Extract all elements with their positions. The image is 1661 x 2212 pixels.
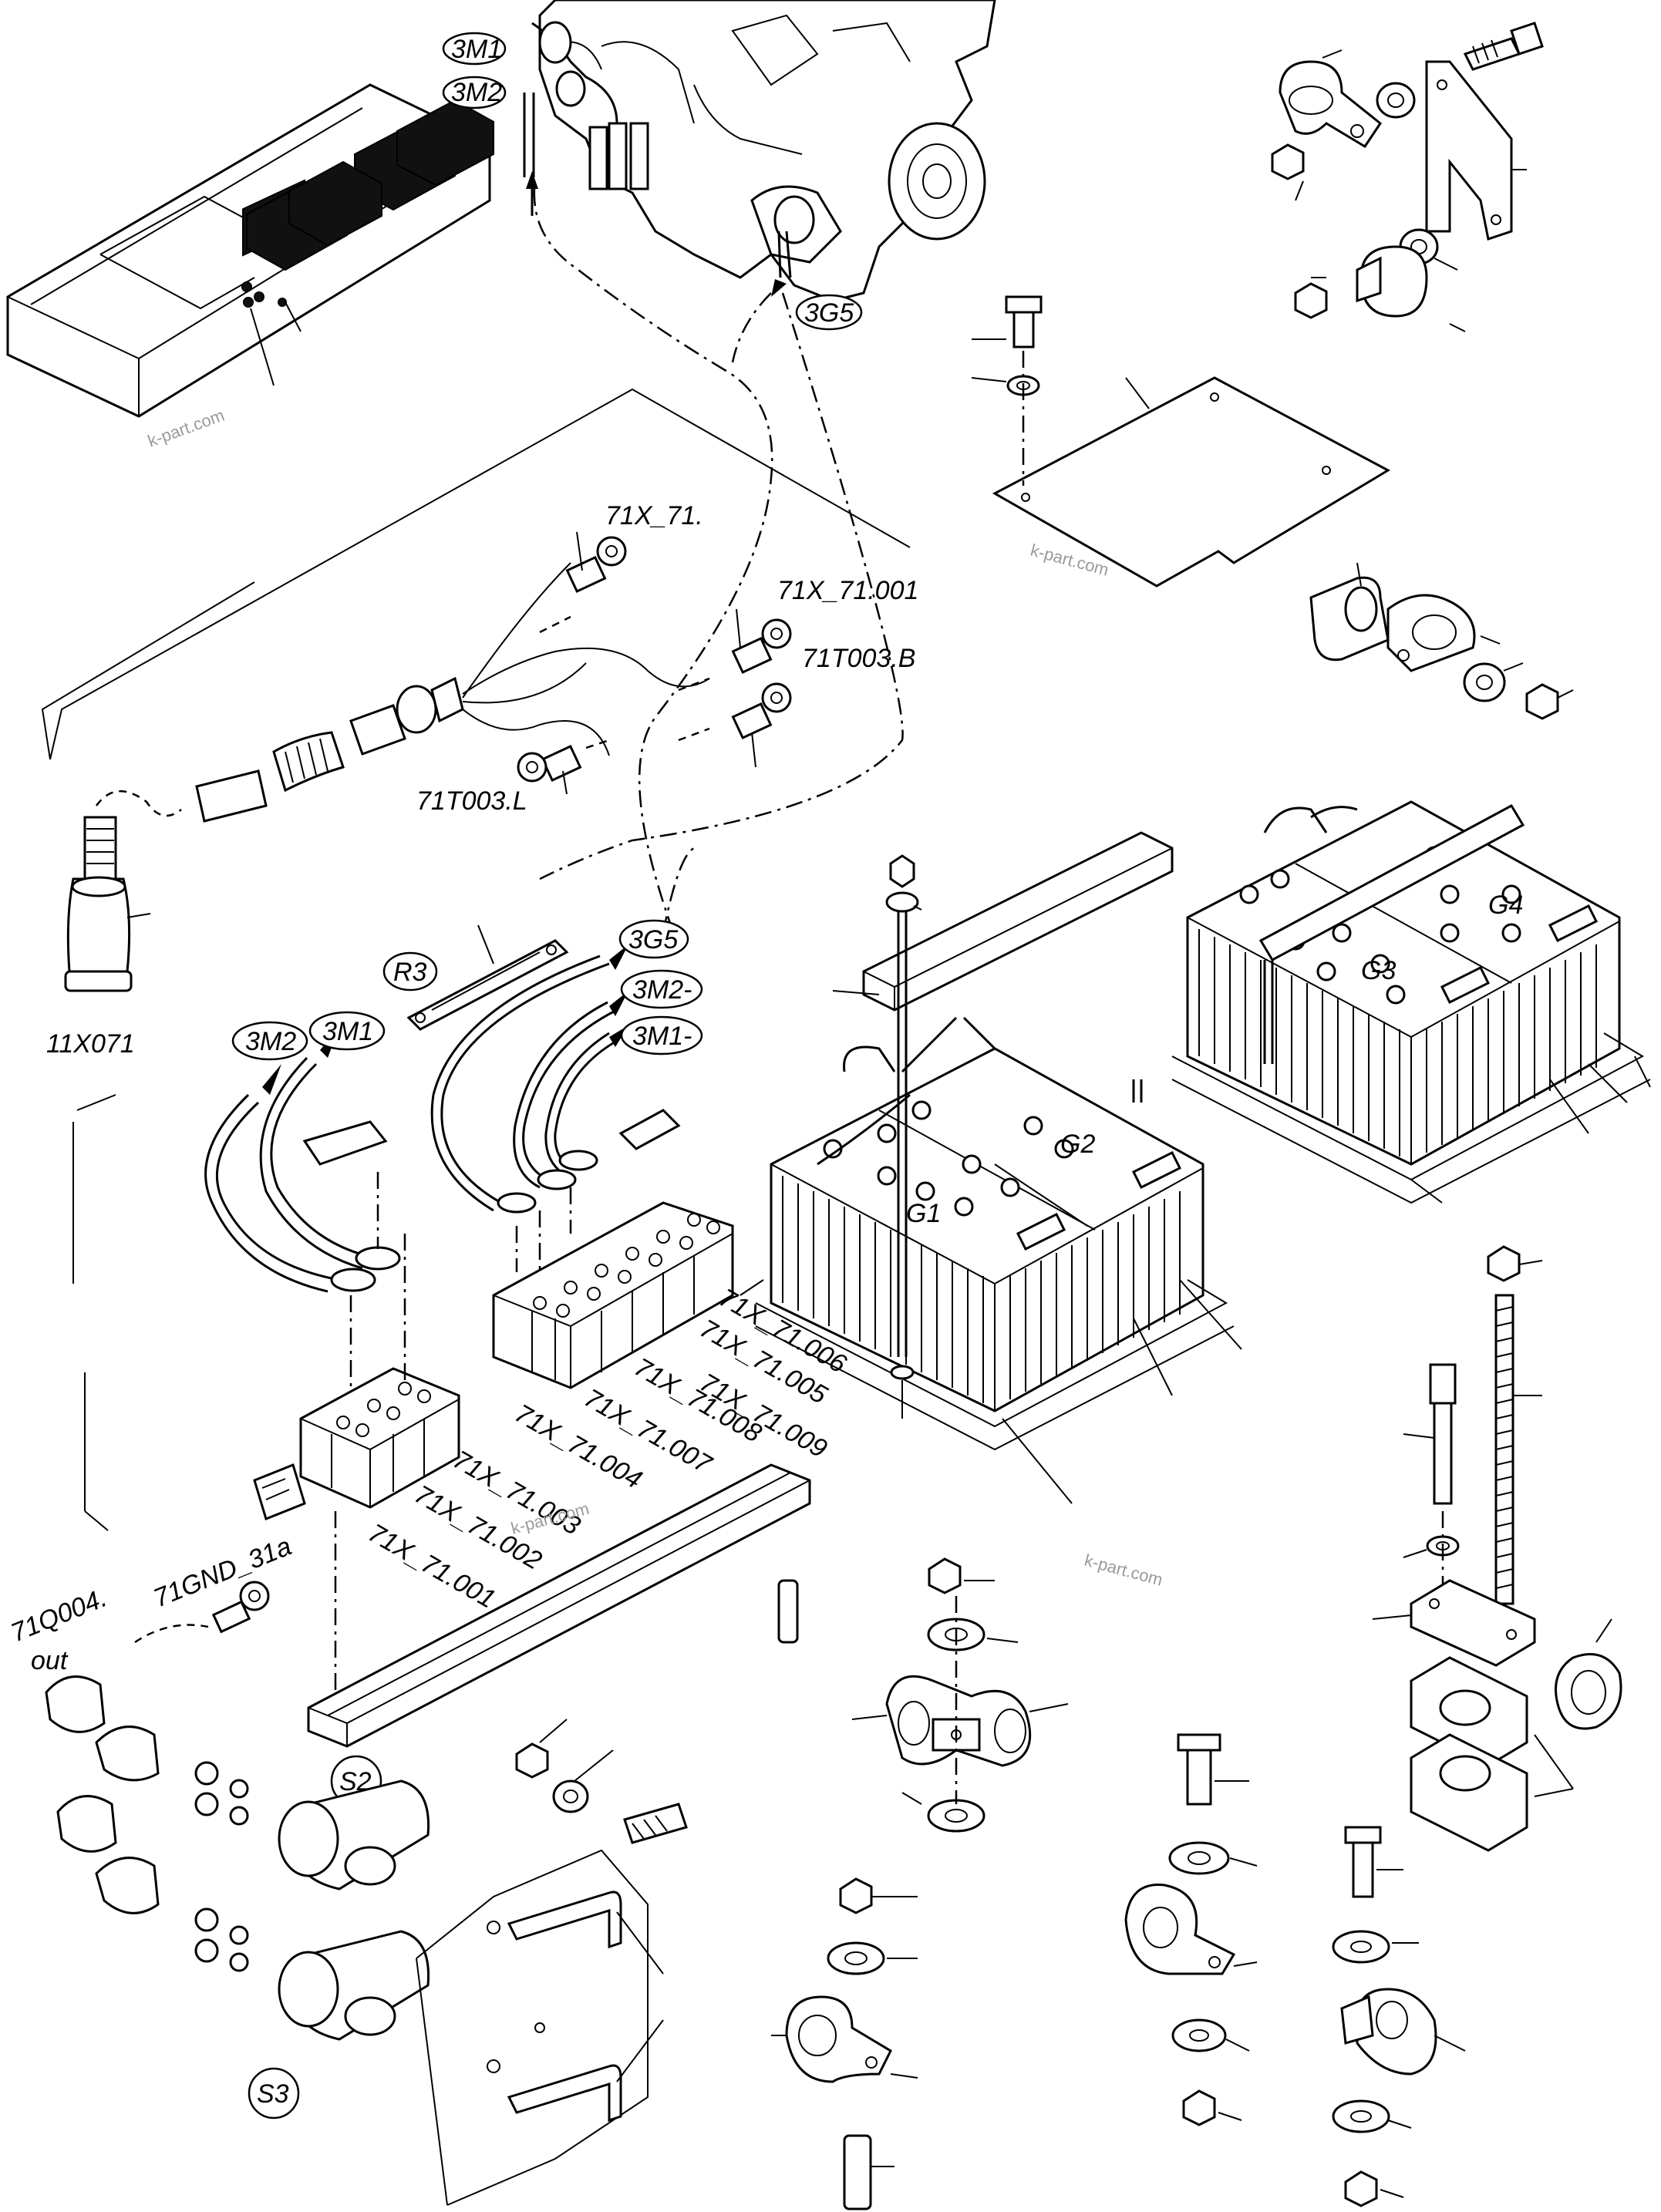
bolt-washer-nut-center [515,1719,688,1844]
battery-tray-lines [740,1055,1651,1504]
callout-R3: R3 [382,951,438,992]
label-G3: G3 [1361,956,1396,985]
resistor-R3 [406,924,569,1031]
watermark-1: k-part.com [145,406,227,451]
callout-S3: S3 [248,2067,300,2119]
battery-cover-plate [971,295,1391,588]
label-G2: G2 [1060,1130,1095,1159]
battery-hold-down-bar [1258,804,1525,1064]
boot-covers [45,1675,160,1914]
din-rail [307,1463,811,1748]
label-R3: R3 [393,958,427,987]
battery-ribs [782,1176,1181,1403]
ring-lug-71X71-001 [731,608,792,675]
ring-lug-71T003L [517,744,582,795]
hardware-top-right [1271,22,1544,332]
callout-3M2-dash: 3M2- [620,969,703,1009]
label-G4: G4 [1488,891,1523,920]
label-3M2-top: 3M2 [451,78,502,107]
label-11X071: 11X071 [46,1029,135,1059]
label-71GND-31a: 71GND_31a [150,1531,295,1613]
label-71T003L: 71T003.L [416,786,527,816]
bent-rods [507,1890,664,2123]
label-3M1-top: 3M1 [451,35,502,64]
watermark-4: k-part.com [1083,1550,1165,1590]
solenoid-switch-lower [194,1907,430,2041]
bridge-plate-left [302,1120,388,1166]
label-3G5-top: 3G5 [804,298,854,328]
clamp-bracket-plate [1372,1579,1536,1667]
label-71X71-001-top: 71X_71.001 [777,576,918,605]
clamp-hardware-bottom-right [1332,1826,1466,2207]
clamp-hardware-bottom-middle [1124,1733,1258,2126]
label-3G5-lower: 3G5 [628,925,678,954]
engine [523,0,996,302]
callout-3G5-lower: 3G5 [618,919,689,959]
clamp-hardware-center [851,1557,1069,1833]
harness-connector-assembly [64,531,792,992]
angle-bracket [832,831,1174,1012]
label-71T003B: 71T003.B [802,644,915,673]
label-3M2-dash: 3M2- [632,975,692,1005]
mounting-plate-switch [416,1849,649,2206]
solenoid-switch-upper [194,1761,430,1890]
hardware-clamp-spacer [1309,562,1574,720]
clamp-halves [1410,1618,1622,1852]
label-3M1-left: 3M1 [322,1017,373,1046]
callout-3G5-top: 3G5 [795,294,863,331]
tie-rod-g1 [885,854,922,1419]
ring-lug-71T003B [731,682,792,768]
callout-3M1-top: 3M1 [442,32,507,66]
label-3M1-dash: 3M1- [632,1022,692,1051]
ground-lug [134,1581,270,1644]
ring-lug-71X71 [565,531,627,594]
control-box [6,83,494,418]
plug-block [253,1463,306,1521]
battery-cables [204,944,628,1293]
label-71Q004-line1: 71Q004. [7,1583,111,1648]
socket-head-bolt [1403,1363,1460,1604]
callout-3M2-left: 3M2 [231,1021,308,1061]
clamp-hardware-bottom-left [771,1877,918,2210]
callout-3M2-top: 3M2 [442,76,507,109]
spring-coil [272,731,345,793]
label-71Q004-line2: out [31,1646,69,1675]
terminal-block-right [492,1109,734,1389]
label-G1: G1 [906,1199,941,1228]
callout-3M1-dash: 3M1- [620,1015,703,1055]
terminal-block-left [299,1367,460,1509]
label-71X71: 71X_71. [605,501,703,530]
long-threaded-rod [1487,1245,1543,1605]
callout-3M1-left: 3M1 [308,1011,386,1051]
label-3M2-left: 3M2 [245,1027,296,1056]
cable-harness-frame [41,388,911,1531]
label-S3: S3 [257,2079,289,2109]
